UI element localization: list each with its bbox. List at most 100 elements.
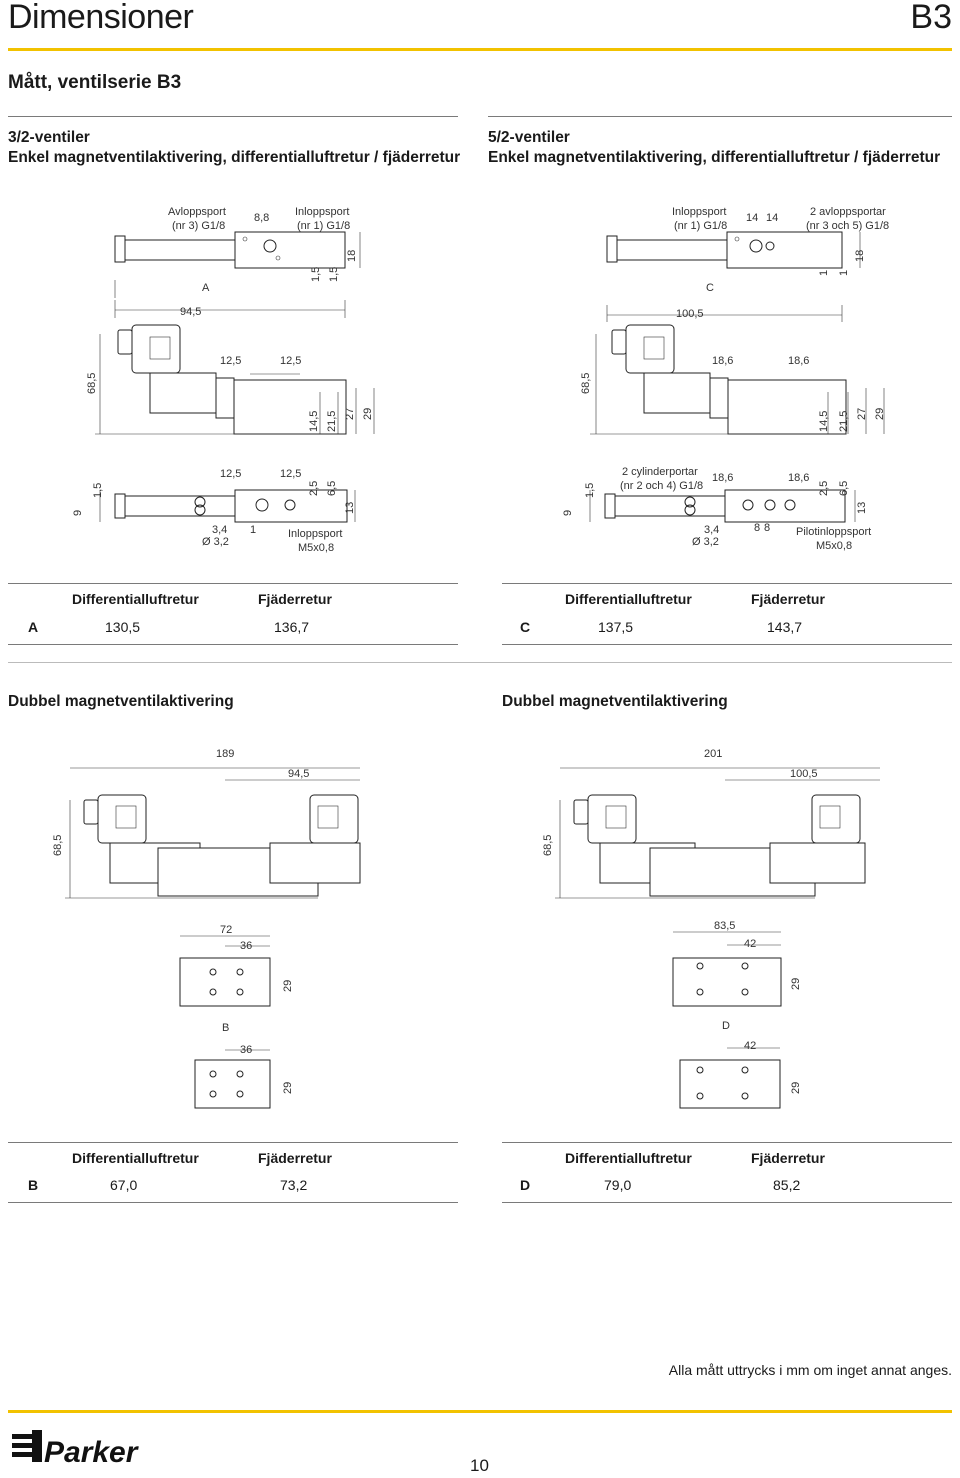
dim-68-5-left: 68,5: [86, 372, 98, 394]
table2-left-value-diff: 67,0: [110, 1177, 138, 1193]
dim-12-5a: 12,5: [220, 355, 242, 367]
table1-right-key: C: [520, 619, 531, 635]
table1-left-header-spring: Fjäderretur: [258, 591, 332, 607]
dim-8a: 8: [754, 522, 761, 534]
dim-14-5: 14,5: [308, 410, 320, 432]
dim-27: 27: [344, 407, 356, 420]
dim-14-5-right: 14,5: [818, 410, 830, 432]
divider: [8, 662, 952, 663]
dim-36b: 36: [240, 1044, 253, 1056]
dim-14b: 14: [766, 212, 779, 224]
dim-12-5d: 12,5: [280, 468, 302, 480]
dim-18-6a: 18,6: [712, 355, 734, 367]
dim-94-5-double: 94,5: [288, 768, 310, 780]
dim-100-5-double: 100,5: [790, 768, 818, 780]
table2-left-header-spring: Fjäderretur: [258, 1150, 332, 1166]
dim-29-right: 29: [874, 407, 886, 420]
dim-A-label: A: [202, 282, 210, 294]
table1-left-value-diff: 130,5: [105, 619, 141, 635]
table1-right-value-diff: 137,5: [598, 619, 634, 635]
dim-13: 13: [344, 501, 356, 514]
dim-1a: 1: [818, 269, 830, 276]
section-heading-right: 5/2-ventiler Enkel magnetventilaktiverin…: [488, 128, 940, 168]
dim-42a: 42: [744, 938, 757, 950]
dim-94-5: 94,5: [180, 306, 202, 318]
dim-13-right: 13: [856, 501, 868, 514]
dim-1-5-right: 1,5: [584, 482, 596, 498]
table2-left-value-spring: 73,2: [280, 1177, 308, 1193]
double-right-plan-835: [672, 931, 782, 1007]
dim-68-5-double-right: 68,5: [542, 834, 554, 856]
dim-18-6d: 18,6: [788, 472, 810, 484]
table2-right-rule-bottom: [502, 1202, 952, 1203]
table1-right-rule: [502, 583, 952, 584]
dim-29-double-c: 29: [790, 977, 802, 990]
label-inlet-port-right: Inloppsport: [672, 206, 727, 218]
dim-3-4: 3,4: [212, 524, 228, 536]
dim-21-5: 21,5: [326, 410, 338, 432]
label-pilot-inlet-right: Pilotinloppsport: [796, 526, 872, 538]
label-exhaust-ports-2: (nr 3 och 5) G1/8: [806, 220, 890, 232]
dim-29-double-a: 29: [282, 979, 294, 992]
dim-100-5: 100,5: [676, 308, 704, 320]
dim-18-right: 18: [854, 249, 866, 262]
double-right-side-view: [555, 767, 880, 899]
table1-left-rule-bottom: [8, 644, 458, 645]
dim-1b: 1: [838, 269, 850, 276]
dim-12-5c: 12,5: [220, 468, 242, 480]
dim-18-6c: 18,6: [712, 472, 734, 484]
table2-right-key: D: [520, 1177, 531, 1193]
dim-6-5-right: 6,5: [838, 480, 850, 496]
section-left-line1: 3/2-ventiler: [8, 129, 90, 146]
double-left-plan-B: [194, 1049, 271, 1109]
section-right-line1: 5/2-ventiler: [488, 129, 570, 146]
section-heading-left: 3/2-ventiler Enkel magnetventilaktiverin…: [8, 128, 460, 168]
dim-83-5: 83,5: [714, 920, 736, 932]
table2-left-key: B: [28, 1177, 39, 1193]
dim-29-double-b: 29: [282, 1081, 294, 1094]
dim-d3-2-right: Ø 3,2: [692, 536, 719, 548]
page-number: 10: [470, 1456, 489, 1475]
table2-right-value-diff: 79,0: [604, 1177, 632, 1193]
dim-29: 29: [362, 407, 374, 420]
table2-left-rule: [8, 1142, 458, 1143]
page-title: Dimensioner: [8, 0, 194, 36]
dim-18: 18: [346, 249, 358, 262]
dim-2-5: 2,5: [308, 480, 320, 496]
dim-12-5b: 12,5: [280, 355, 302, 367]
table2-right-value-spring: 85,2: [773, 1177, 801, 1193]
dim-B-label: B: [222, 1022, 230, 1034]
dim-9-left: 9: [72, 509, 84, 516]
dim-d3-2: Ø 3,2: [202, 536, 229, 548]
double-left-side-view: [65, 767, 361, 899]
table1-right-rule-bottom: [502, 644, 952, 645]
label-cylinder-ports-2: (nr 2 och 4) G1/8: [620, 480, 704, 492]
dim-D-label: D: [722, 1020, 730, 1032]
table1-left-key: A: [28, 619, 39, 635]
table2-left-header-diff: Differentialluftretur: [72, 1150, 199, 1166]
dim-C-label: C: [706, 282, 714, 294]
dim-201: 201: [704, 748, 723, 760]
dim-68-5-double-left: 68,5: [52, 834, 64, 856]
label-inlet-port-2: (nr 1) G1/8: [297, 220, 351, 232]
page-subtitle: Mått, ventilserie B3: [8, 72, 182, 93]
dim-189: 189: [216, 748, 235, 760]
label-inlet-port-right-2: (nr 1) G1/8: [674, 220, 728, 232]
table2-left-rule-bottom: [8, 1202, 458, 1203]
table2-right-header-diff: Differentialluftretur: [565, 1150, 692, 1166]
section-left-line2: Enkel magnetventilaktivering, differenti…: [8, 149, 461, 166]
dim-3-4-right: 3,4: [704, 524, 720, 536]
footer-rule: [8, 1410, 952, 1413]
right-valve-bottom-view: [589, 489, 856, 523]
dim-42b: 42: [744, 1040, 757, 1052]
label-pilot-inlet: Inloppsport: [288, 528, 343, 540]
label-pilot-inlet-2: M5x0,8: [298, 542, 335, 554]
double-left-plan-72: [179, 935, 271, 1007]
dim-1-5-left: 1,5: [92, 482, 104, 498]
label-inlet-port: Inloppsport: [295, 206, 350, 218]
dim-9-right: 9: [562, 509, 574, 516]
dim-18-6b: 18,6: [788, 355, 810, 367]
dim-1-5b: 1,5: [328, 266, 340, 282]
label-exhaust-port: Avloppsport: [168, 206, 226, 218]
dim-29-double-d: 29: [790, 1081, 802, 1094]
